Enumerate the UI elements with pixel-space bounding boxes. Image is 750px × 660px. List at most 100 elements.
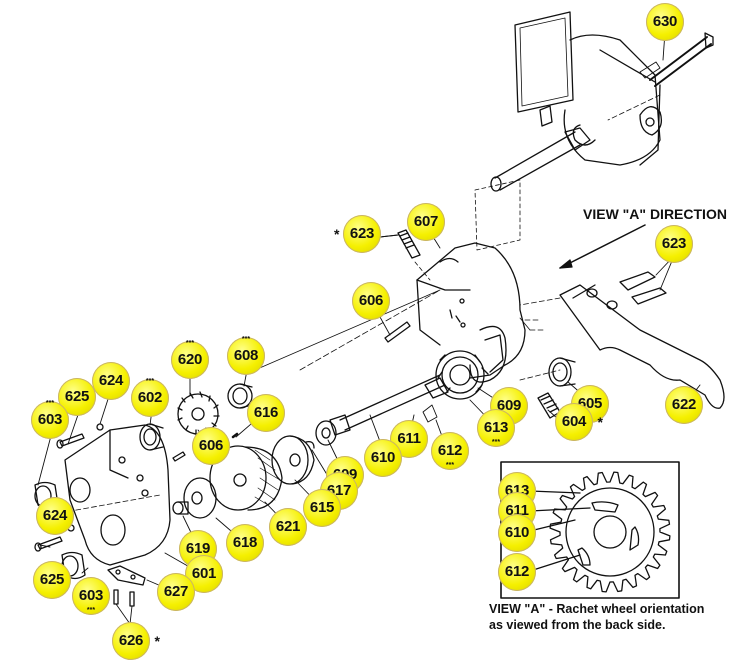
- part-marker: *: [154, 633, 160, 649]
- handle-lever: [519, 271, 725, 409]
- part-number: 612: [504, 563, 530, 580]
- part-callout[interactable]: 612 ***: [431, 432, 469, 470]
- part-number: 610: [370, 449, 396, 466]
- part-number: 620: [177, 351, 203, 368]
- part-callout[interactable]: 622: [665, 386, 703, 424]
- part-marker: ***: [445, 462, 455, 469]
- part-callout[interactable]: 624: [36, 497, 74, 535]
- part-number: 621: [275, 518, 301, 535]
- shaft: [329, 374, 449, 436]
- ratchet-gear: [435, 350, 489, 400]
- part-number: 611: [397, 430, 421, 447]
- washer-618: [183, 477, 217, 519]
- part-number: 616: [253, 404, 279, 421]
- screw-625-lower: [34, 536, 63, 552]
- part-callout[interactable]: 624: [92, 362, 130, 400]
- part-callout[interactable]: 613 ***: [477, 409, 515, 447]
- part-number: 606: [358, 292, 384, 309]
- part-marker: ***: [145, 378, 155, 385]
- part-number: 624: [98, 372, 124, 389]
- inset-ratchet-gear: [549, 471, 671, 593]
- part-callout[interactable]: 606: [352, 282, 390, 320]
- gearbox-motor: [474, 11, 714, 251]
- leader-lines: [37, 31, 701, 625]
- bearing-608: [227, 383, 253, 409]
- part-number: 608: [233, 347, 259, 364]
- part-callout[interactable]: 603 ***: [72, 577, 110, 615]
- part-number: 619: [185, 540, 211, 557]
- part-number: 625: [64, 388, 90, 405]
- clutch-plate-615: [271, 435, 315, 485]
- part-number: 623: [661, 235, 687, 252]
- part-number: 610: [504, 524, 530, 541]
- part-marker: ***: [185, 340, 195, 347]
- part-number: 607: [413, 213, 439, 230]
- part-number: 626: [118, 632, 144, 649]
- part-callout[interactable]: 611: [390, 420, 428, 458]
- part-number: 624: [42, 507, 68, 524]
- part-callout[interactable]: 630: [646, 3, 684, 41]
- part-number: 622: [671, 396, 697, 413]
- part-marker: ***: [241, 336, 251, 343]
- inset-caption-line1: VIEW "A" - Rachet wheel orientation: [489, 602, 705, 616]
- part-callout[interactable]: 627: [157, 573, 195, 611]
- part-number: 603: [37, 411, 63, 428]
- part-callout[interactable]: 616: [247, 394, 285, 432]
- part-callout[interactable]: 621: [269, 508, 307, 546]
- part-number: 630: [652, 13, 678, 30]
- inset-caption-line2: as viewed from the back side.: [489, 618, 666, 632]
- washer-609: [315, 420, 337, 446]
- part-number: 612: [437, 442, 463, 459]
- inset-view-a: [500, 461, 680, 599]
- knurled-wheel-621: [209, 445, 283, 511]
- part-number: 604: [561, 413, 587, 430]
- part-number: 603: [78, 587, 104, 604]
- part-number: 601: [191, 565, 217, 582]
- screws-626: [113, 589, 135, 607]
- bracket-627: [107, 565, 146, 586]
- part-callout[interactable]: *** 620: [171, 340, 209, 379]
- inset-part-callout[interactable]: 610: [498, 514, 536, 552]
- pin-606-upper: [254, 289, 441, 371]
- part-number: 627: [163, 583, 189, 600]
- part-number: 606: [198, 437, 224, 454]
- part-callout[interactable]: *** 608: [227, 336, 265, 375]
- part-marker: ***: [45, 400, 55, 407]
- part-callout[interactable]: 623: [655, 225, 693, 263]
- inset-part-callout[interactable]: 612: [498, 553, 536, 591]
- part-callout[interactable]: 606: [192, 427, 230, 465]
- part-marker: *: [334, 226, 340, 242]
- bearing-605: [548, 357, 576, 387]
- part-callout[interactable]: 604 *: [555, 403, 603, 441]
- part-callout[interactable]: *** 603: [31, 400, 69, 439]
- part-callout[interactable]: 625: [33, 561, 71, 599]
- view-direction-arrow: [559, 224, 646, 269]
- part-callout[interactable]: 626 *: [112, 622, 160, 660]
- part-number: 602: [137, 389, 163, 406]
- washer-624-upper: [96, 423, 104, 431]
- part-marker: ***: [491, 439, 501, 446]
- clip-617: [305, 440, 315, 449]
- part-marker: *: [597, 414, 603, 430]
- part-number: 625: [39, 571, 65, 588]
- main-housing: [416, 242, 561, 383]
- part-number: 623: [349, 225, 375, 242]
- view-a-direction-label: VIEW "A" DIRECTION: [583, 206, 727, 222]
- part-callout[interactable]: * 623: [334, 215, 381, 253]
- part-number: 613: [483, 419, 509, 436]
- part-number: 618: [232, 534, 258, 551]
- bushing-619: [172, 501, 189, 515]
- part-marker: ***: [86, 607, 96, 614]
- part-number: 609: [496, 397, 522, 414]
- front-plate: [59, 424, 171, 566]
- part-number: 615: [309, 499, 335, 516]
- part-callout[interactable]: 607: [407, 203, 445, 241]
- screw-625-upper: [56, 433, 85, 449]
- part-callout[interactable]: 618: [226, 524, 264, 562]
- part-callout[interactable]: *** 602: [131, 378, 169, 417]
- part-callout[interactable]: 615: [303, 489, 341, 527]
- part-callout[interactable]: 610: [364, 439, 402, 477]
- gear-620: [177, 391, 220, 436]
